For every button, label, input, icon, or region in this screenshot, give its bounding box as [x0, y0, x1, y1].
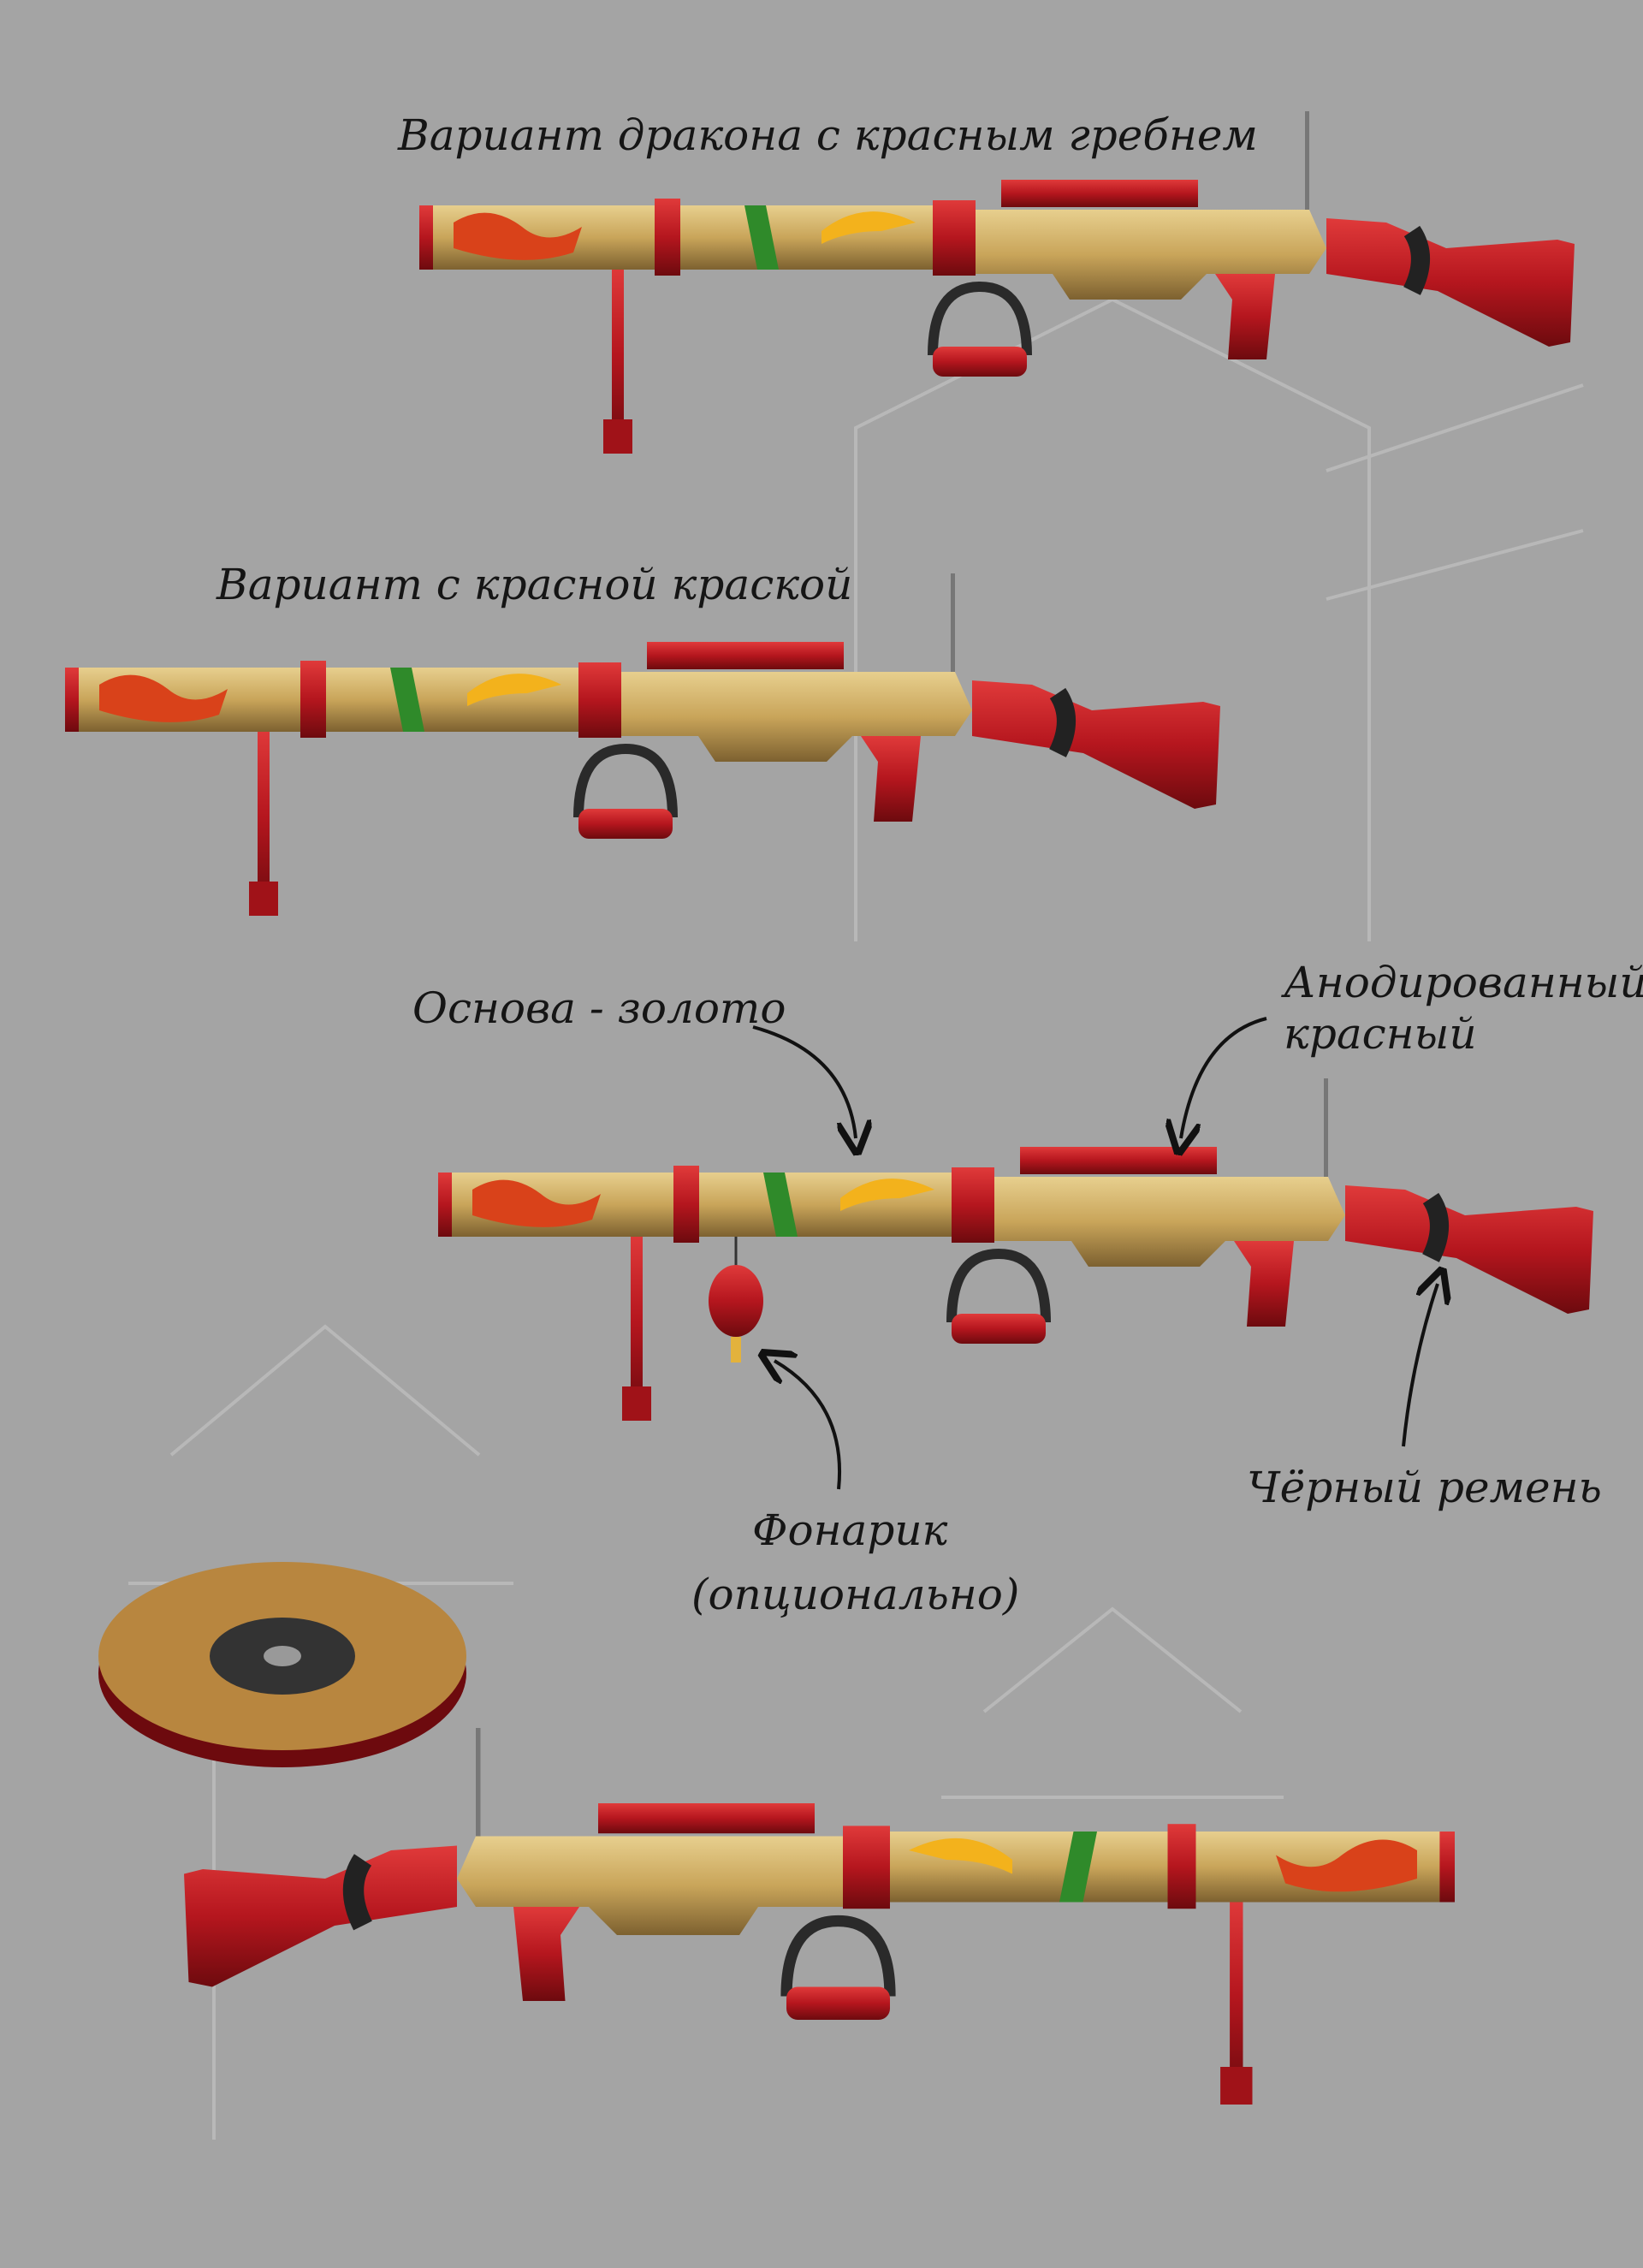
label-anodized-1: Анодированный: [1281, 958, 1643, 1007]
title-variant-red-paint: Вариант с красной краской: [216, 560, 852, 609]
lantern-icon: [709, 1237, 763, 1363]
label-lantern-1: Фонарик: [752, 1505, 948, 1555]
label-anodized-2: красный: [1284, 1009, 1477, 1059]
label-lantern-2: (опционально): [691, 1570, 1019, 1619]
label-base-gold: Основа - золото: [412, 983, 786, 1033]
gun-variant-dragon: [419, 111, 1575, 454]
title-variant-dragon: Вариант дракона с красным гребнем: [397, 110, 1258, 160]
annotation-arrows: [752, 1017, 1438, 1490]
gun-annotated: [438, 1078, 1593, 1421]
drum-magazine: [98, 1562, 466, 1767]
gun-closeup: [184, 1728, 1455, 2105]
label-black-strap: Чёрный ремень: [1247, 1463, 1602, 1512]
gun-variant-red-paint: [65, 573, 1220, 916]
